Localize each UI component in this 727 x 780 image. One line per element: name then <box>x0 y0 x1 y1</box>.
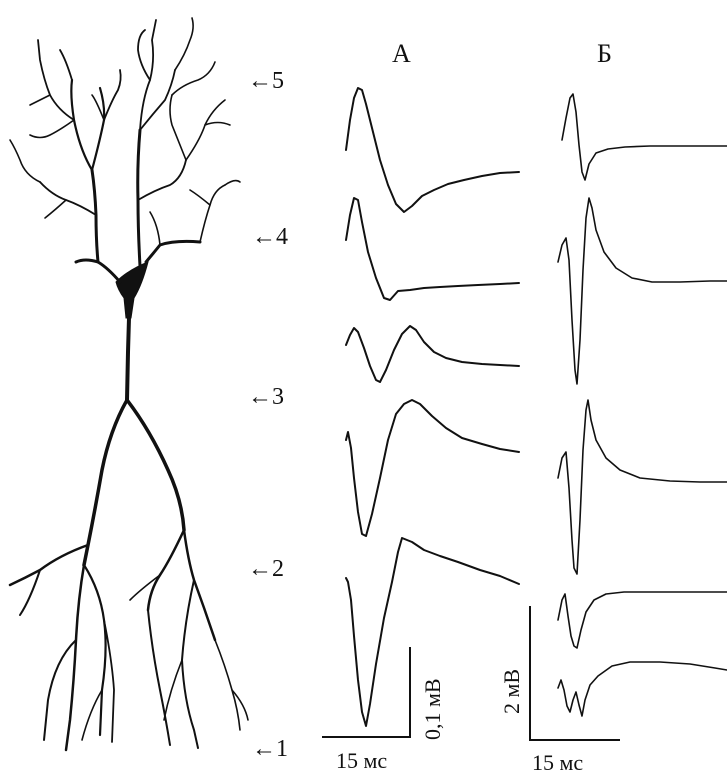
level-1-label: ←1 <box>252 736 288 762</box>
pyramidal-neuron-drawing <box>10 18 248 750</box>
trace-a-level-2 <box>346 400 519 536</box>
trace-b-level-1 <box>558 662 727 716</box>
scale-bar-b-lines <box>530 606 620 740</box>
trace-b-level-5 <box>562 94 727 180</box>
trace-a-level-3 <box>346 326 519 382</box>
neuron-soma <box>116 262 148 318</box>
panel-a-traces <box>346 88 519 726</box>
level-4-label: ←4 <box>252 224 288 250</box>
scale-bar-a: 15 мс 0,1 мВ <box>322 647 445 773</box>
trace-b-level-3 <box>558 400 727 574</box>
scale-b-amp-label: 2 мВ <box>499 669 524 714</box>
scale-b-time-label: 15 мс <box>532 750 583 775</box>
panel-b-label: Б <box>597 39 612 68</box>
trace-b-level-2 <box>558 592 727 648</box>
level-3-label: ←3 <box>248 384 284 410</box>
level-markers: ←5 ←4 ←3 ←2 ←1 <box>248 68 288 762</box>
level-2-label: ←2 <box>248 556 284 582</box>
trace-a-level-4 <box>346 198 519 300</box>
scale-bar-b: 15 мс 2 мВ <box>499 606 620 775</box>
scale-a-time-label: 15 мс <box>336 748 387 773</box>
trace-b-level-4 <box>558 198 727 384</box>
trace-a-level-5 <box>346 88 519 212</box>
panel-a-label: А <box>392 39 411 68</box>
panel-b-traces <box>558 94 727 716</box>
level-5-label: ←5 <box>248 68 284 94</box>
neuron-trunk <box>127 318 129 400</box>
scale-a-amp-label: 0,1 мВ <box>420 678 445 740</box>
